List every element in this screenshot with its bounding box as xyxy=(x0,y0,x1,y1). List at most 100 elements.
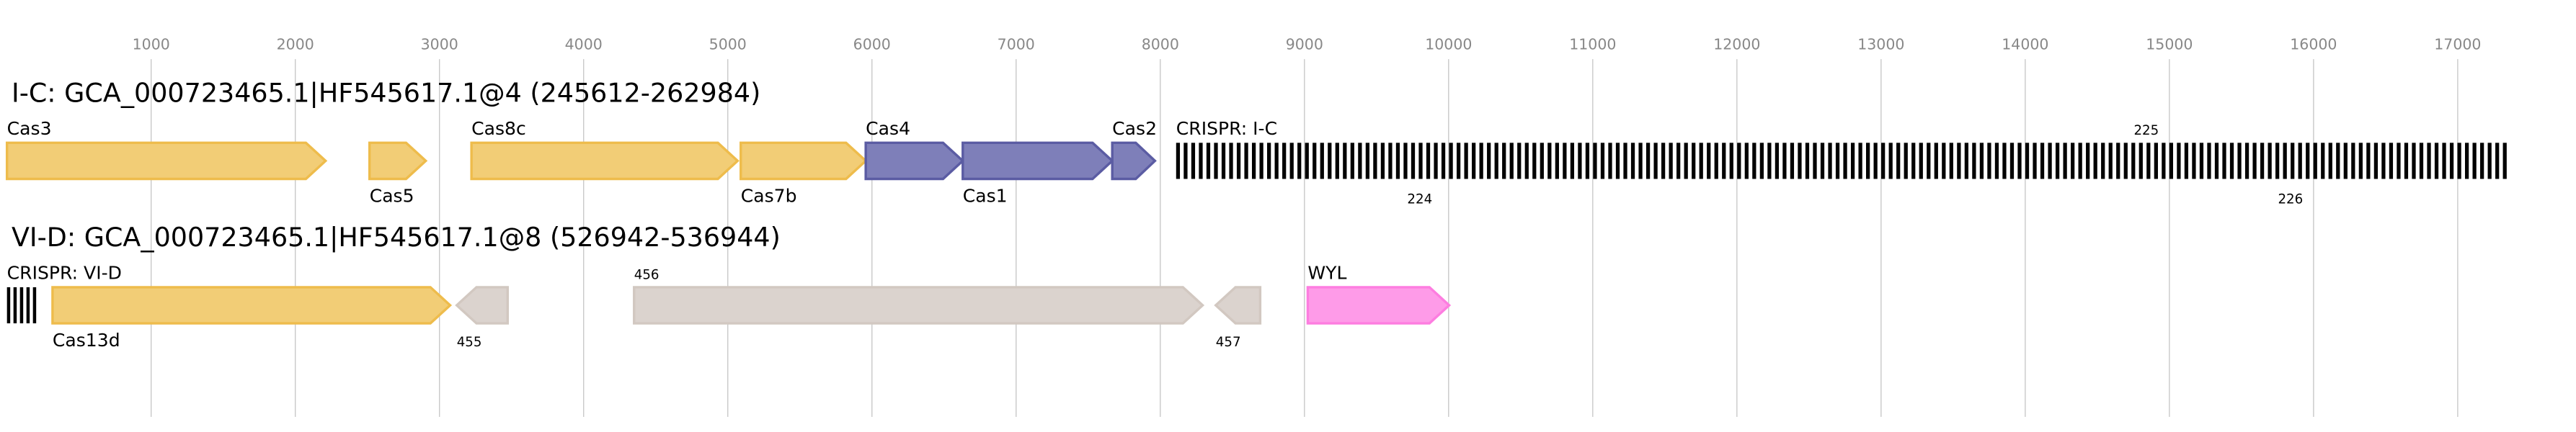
gene-arrow xyxy=(1111,141,1157,181)
crispr-repeat xyxy=(2017,143,2022,179)
crispr-repeat xyxy=(1395,143,1400,179)
crispr-repeat xyxy=(1289,143,1294,179)
crispr-repeat xyxy=(6,287,11,324)
crispr-repeat xyxy=(2040,143,2045,179)
crispr-repeat xyxy=(32,287,37,324)
crispr-repeat xyxy=(1600,143,1605,179)
crispr-repeat xyxy=(2404,143,2409,179)
gene-arrow xyxy=(470,141,740,181)
feature-label: Cas4 xyxy=(866,118,910,139)
gene-arrow xyxy=(864,141,965,181)
crispr-repeat xyxy=(1403,143,1408,179)
crispr-repeat xyxy=(1934,143,1938,179)
crispr-repeat xyxy=(2412,143,2416,179)
crispr-repeat xyxy=(2291,143,2295,179)
tick-label: 10000 xyxy=(1425,35,1472,53)
crispr-repeat xyxy=(1858,143,1862,179)
crispr-repeat xyxy=(1221,143,1226,179)
tick-label: 13000 xyxy=(1857,35,1904,53)
crispr-repeat xyxy=(1472,143,1476,179)
crispr-repeat xyxy=(1547,143,1552,179)
crispr-repeat xyxy=(1502,143,1506,179)
crispr-repeat xyxy=(1615,143,1620,179)
crispr-repeat xyxy=(1911,143,1916,179)
crispr-repeat xyxy=(2381,143,2386,179)
crispr-repeat xyxy=(2389,143,2394,179)
crispr-repeat xyxy=(1373,143,1377,179)
feature-label: 456 xyxy=(634,268,659,283)
crispr-repeat xyxy=(2275,143,2280,179)
crispr-repeat xyxy=(2237,143,2242,179)
crispr-repeat xyxy=(2306,143,2310,179)
tick-label: 15000 xyxy=(2146,35,2193,53)
crispr-repeat xyxy=(1729,143,1733,179)
crispr-repeat xyxy=(2283,143,2287,179)
crispr-repeat xyxy=(2351,143,2355,179)
crispr-repeat xyxy=(2108,143,2113,179)
crispr-repeat xyxy=(1388,143,1393,179)
crispr-repeat xyxy=(1274,143,1279,179)
crispr-repeat xyxy=(2358,143,2363,179)
crispr-repeat xyxy=(1418,143,1423,179)
tick-label: 4000 xyxy=(565,35,603,53)
crispr-repeat xyxy=(1699,143,1703,179)
crispr-repeat xyxy=(1578,143,1582,179)
crispr-repeat xyxy=(1206,143,1211,179)
feature-label: Cas13d xyxy=(53,330,120,351)
tick-label: 7000 xyxy=(998,35,1035,53)
crispr-repeat xyxy=(1343,143,1347,179)
crispr-repeat xyxy=(1555,143,1559,179)
crispr-repeat xyxy=(1335,143,1339,179)
crispr-repeat xyxy=(1411,143,1416,179)
crispr-repeat xyxy=(1707,143,1711,179)
crispr-repeat xyxy=(2480,143,2484,179)
feature-label: WYL xyxy=(1307,263,1346,284)
crispr-repeat xyxy=(1744,143,1749,179)
crispr-repeat xyxy=(2321,143,2325,179)
crispr-repeat xyxy=(2025,143,2030,179)
tick-label: 16000 xyxy=(2290,35,2337,53)
crispr-repeat xyxy=(1305,143,1309,179)
crispr-repeat xyxy=(2048,143,2052,179)
crispr-repeat xyxy=(1994,143,1999,179)
crispr-repeat xyxy=(2244,143,2249,179)
crispr-repeat xyxy=(2192,143,2196,179)
crispr-repeat xyxy=(2252,143,2257,179)
crispr-repeat xyxy=(1752,143,1756,179)
crispr-repeat xyxy=(1782,143,1787,179)
crispr-repeat xyxy=(1365,143,1370,179)
crispr-repeat xyxy=(13,287,17,324)
crispr-repeat xyxy=(1297,143,1302,179)
gene-arrow xyxy=(740,141,868,181)
tick-label: 3000 xyxy=(421,35,458,53)
crispr-repeat xyxy=(2169,143,2174,179)
crispr-repeat xyxy=(2177,143,2181,179)
feature-label: CRISPR: I-C xyxy=(1176,118,1277,139)
crispr-repeat xyxy=(2397,143,2401,179)
crispr-repeat xyxy=(1214,143,1218,179)
crispr-repeat xyxy=(1464,143,1468,179)
feature-label: Cas2 xyxy=(1112,118,1157,139)
crispr-repeat xyxy=(1888,143,1893,179)
crispr-repeat xyxy=(2495,143,2500,179)
crispr-repeat xyxy=(2487,143,2492,179)
crispr-repeat xyxy=(1267,143,1271,179)
tick-label: 5000 xyxy=(709,35,747,53)
crispr-repeat xyxy=(2457,143,2461,179)
crispr-repeat xyxy=(2131,143,2136,179)
crispr-repeat xyxy=(1236,143,1241,179)
crispr-repeat xyxy=(1949,143,1953,179)
crispr-repeat xyxy=(2207,143,2211,179)
crispr-repeat xyxy=(1176,143,1181,179)
crispr-repeat xyxy=(1608,143,1612,179)
feature-label: Cas3 xyxy=(7,118,52,139)
crispr-repeat xyxy=(1798,143,1802,179)
crispr-repeat xyxy=(1942,143,1946,179)
crispr-repeat xyxy=(1638,143,1643,179)
crispr-repeat xyxy=(1843,143,1847,179)
crispr-repeat xyxy=(2328,143,2332,179)
crispr-repeat xyxy=(1441,143,1446,179)
crispr-repeat xyxy=(1259,143,1263,179)
crispr-repeat xyxy=(1313,143,1317,179)
